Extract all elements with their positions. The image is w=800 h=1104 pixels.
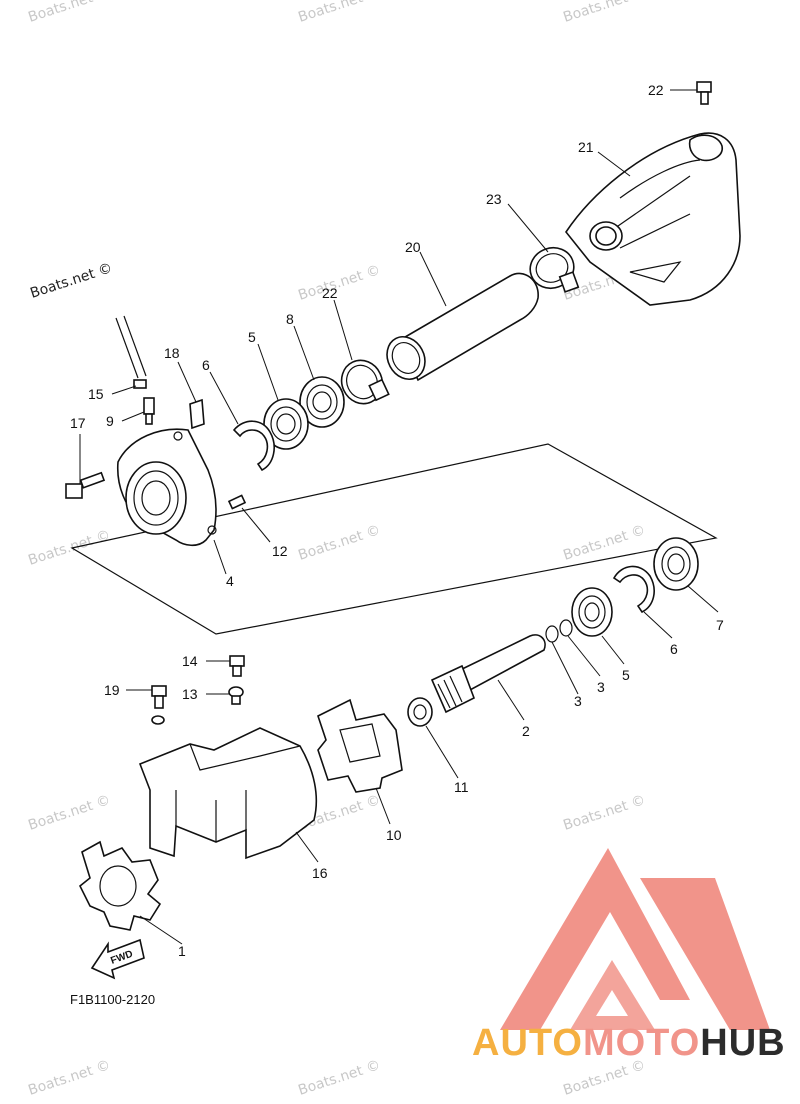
watermark: Boats.net © xyxy=(296,1057,382,1099)
part-21-nozzle xyxy=(565,132,741,306)
part-10-coupler xyxy=(317,698,403,793)
part-11-washer xyxy=(407,697,433,727)
watermark: Boats.net © xyxy=(296,262,382,304)
watermark: Boats.net © xyxy=(561,792,647,834)
part-1-damper xyxy=(78,840,162,931)
callout-19: 19 xyxy=(104,682,120,698)
logo-moto: MOTO xyxy=(582,1022,701,1064)
part-3-oring-b xyxy=(559,619,573,637)
callout-18: 18 xyxy=(164,345,180,361)
part-18-plate xyxy=(189,398,205,430)
watermarks: Boats.net © Boats.net © Boats.net © Boat… xyxy=(26,0,647,1099)
watermark: Boats.net © xyxy=(26,1057,112,1099)
callout-17: 17 xyxy=(70,415,86,431)
part-6-circlip-upper xyxy=(232,420,275,472)
callout-6-lower: 6 xyxy=(670,641,678,657)
callout-2: 2 xyxy=(522,723,530,739)
part-8-bearing xyxy=(299,376,345,428)
callout-22-clamp: 22 xyxy=(322,285,338,301)
callout-20: 20 xyxy=(405,239,421,255)
watermark: Boats.net © xyxy=(26,792,112,834)
part-7-bearing xyxy=(653,537,699,591)
callout-23: 23 xyxy=(486,191,502,207)
callout-8: 8 xyxy=(286,311,294,327)
part-2-shaft xyxy=(430,634,546,714)
part-17-bolt xyxy=(65,471,106,499)
logo-wordmark: AUTOMOTOHUB xyxy=(472,1022,786,1065)
watermark: Boats.net © xyxy=(26,527,112,569)
callouts: 22 21 23 20 22 8 5 6 18 15 9 17 12 4 7 6… xyxy=(70,82,724,959)
part-20-hose xyxy=(386,272,539,382)
callout-3-a: 3 xyxy=(597,679,605,695)
callout-22: 22 xyxy=(648,82,664,98)
callout-21: 21 xyxy=(578,139,594,155)
callout-9: 9 xyxy=(106,413,114,429)
part-5-bearing-upper xyxy=(263,398,309,450)
part-16-bracket xyxy=(138,727,318,860)
part-6-circlip-lower xyxy=(612,565,655,614)
part-22-bolt-top xyxy=(696,81,712,105)
part-4-housing xyxy=(116,428,217,547)
callout-5: 5 xyxy=(248,329,256,345)
part-3-oring-a xyxy=(545,625,559,643)
callout-4: 4 xyxy=(226,573,234,589)
callout-13: 13 xyxy=(182,686,198,702)
fwd-arrow: FWD xyxy=(90,938,145,980)
part-12-pin xyxy=(227,494,247,510)
logo-hub: HUB xyxy=(700,1022,786,1064)
watermark-dark: Boats.net © xyxy=(28,260,114,302)
part-13-washer xyxy=(228,686,244,705)
watermark: Boats.net © xyxy=(561,522,647,564)
callout-12: 12 xyxy=(272,543,288,559)
leader-lines xyxy=(79,89,719,945)
callout-11: 11 xyxy=(454,779,469,795)
part-5-bearing-lower xyxy=(571,587,613,637)
callout-16: 16 xyxy=(312,865,328,881)
callout-6: 6 xyxy=(202,357,210,373)
assembly-frame xyxy=(70,443,718,635)
callout-7: 7 xyxy=(716,617,724,633)
callout-10: 10 xyxy=(386,827,402,843)
part-14-bolt xyxy=(229,655,245,677)
callout-15: 15 xyxy=(88,386,104,402)
callout-5-lower: 5 xyxy=(622,667,630,683)
watermark: Boats.net © xyxy=(296,0,382,26)
part-19-bolt xyxy=(151,685,167,725)
watermark: Boats.net © xyxy=(561,0,647,26)
callout-1: 1 xyxy=(178,943,186,959)
part-15-9-fittings xyxy=(115,315,155,425)
callout-14: 14 xyxy=(182,653,198,669)
watermark: Boats.net © xyxy=(26,0,112,26)
logo-mark xyxy=(500,848,770,1030)
logo-auto: AUTO xyxy=(472,1022,583,1064)
part-23-clamp xyxy=(529,246,580,293)
callout-3-b: 3 xyxy=(574,693,582,709)
part-22-clamp xyxy=(340,359,390,405)
watermark: Boats.net © xyxy=(296,522,382,564)
diagram-code: F1B1100-2120 xyxy=(70,992,155,1007)
